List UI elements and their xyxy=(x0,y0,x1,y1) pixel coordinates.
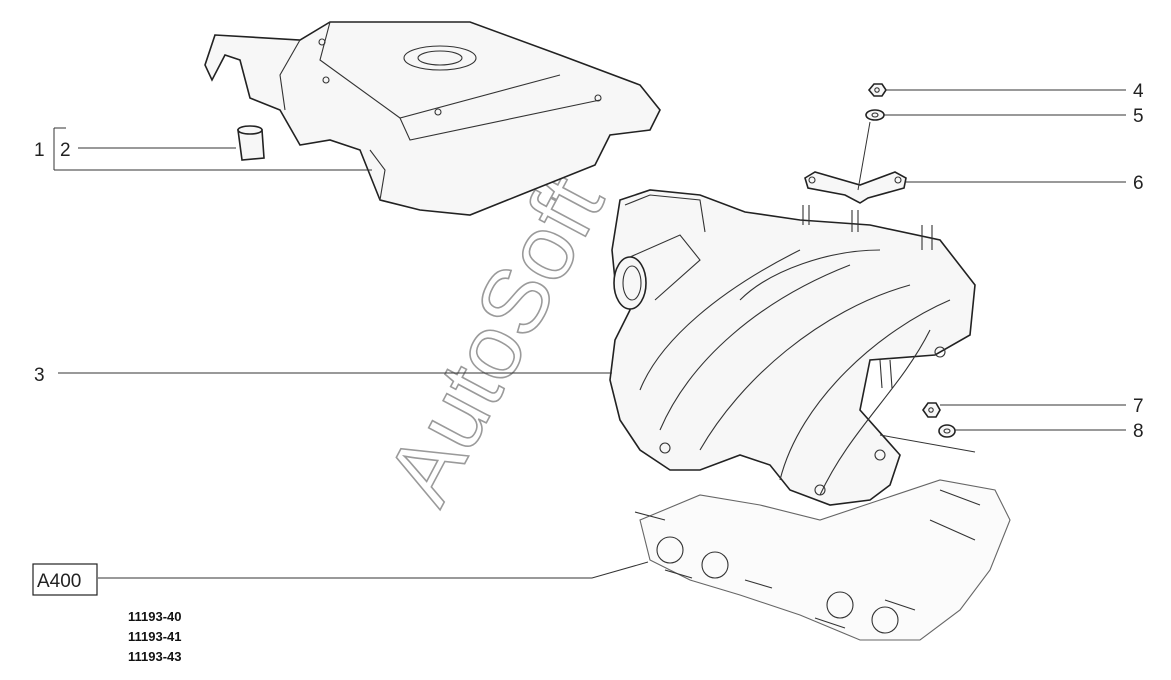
nut-7 xyxy=(922,402,941,418)
leader-lines xyxy=(53,89,1126,579)
washer-8 xyxy=(938,424,956,438)
model-number: 11193-43 xyxy=(128,649,182,664)
callout-5: 5 xyxy=(1133,106,1144,127)
model-number: 11193-40 xyxy=(128,609,182,624)
callout-8: 8 xyxy=(1133,421,1144,442)
nut-4 xyxy=(867,83,887,97)
model-number: 11193-41 xyxy=(128,629,182,644)
reference-box-label: A400 xyxy=(37,571,81,592)
bracket-6 xyxy=(804,171,907,204)
intake-manifold xyxy=(609,189,976,506)
callout-6: 6 xyxy=(1133,173,1144,194)
svg-text:AutoSoft: AutoSoft xyxy=(368,160,624,519)
callout-7: 7 xyxy=(1133,396,1144,417)
reference-box-a400[interactable]: A400 xyxy=(32,563,98,596)
callout-1: 1 xyxy=(34,140,45,161)
cylinder-head-reference xyxy=(634,479,1011,641)
rubber-bushing xyxy=(237,125,265,161)
washer-5 xyxy=(865,109,885,121)
callout-4: 4 xyxy=(1133,81,1144,102)
engine-cover xyxy=(204,21,661,216)
callout-3: 3 xyxy=(34,365,45,386)
watermark: AutoSoft xyxy=(367,159,624,520)
callout-2: 2 xyxy=(60,140,71,161)
